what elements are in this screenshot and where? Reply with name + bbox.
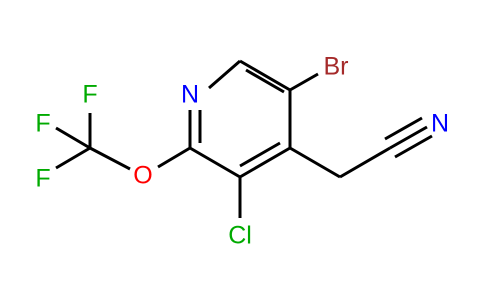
atom-f2: F [35,110,50,138]
bond-cf3-f2 [55,126,91,150]
bond-c6-c5-inner [245,68,285,94]
bond-c4-c3-inner [239,141,281,168]
atom-cl: Cl [228,222,252,250]
bond-n-c6 [208,59,241,90]
bond-c4-ch2 [289,146,341,179]
bond-c6-c5 [239,59,291,92]
bond-cn-triple-3 [394,134,433,159]
bond-c2-o [157,146,191,169]
atom-f3: F [35,165,50,193]
atom-f1: F [82,81,97,109]
bond-o-cf3 [89,146,131,171]
bonds [55,59,433,218]
bond-cn-triple-1 [389,125,428,150]
bond-ch2-cn [339,146,391,179]
atom-labels: Br N N O Cl F F F [35,53,449,250]
atom-n-ring: N [181,81,199,109]
bond-c3-c2 [189,146,241,179]
atom-br: Br [324,53,349,81]
bond-cn-triple-2 [384,116,423,141]
bond-c4-c3 [239,146,291,179]
atom-n-nitrile: N [431,110,449,138]
bond-cf3-f3 [55,146,91,170]
atom-o: O [133,162,152,190]
bond-c5-br [289,72,319,92]
